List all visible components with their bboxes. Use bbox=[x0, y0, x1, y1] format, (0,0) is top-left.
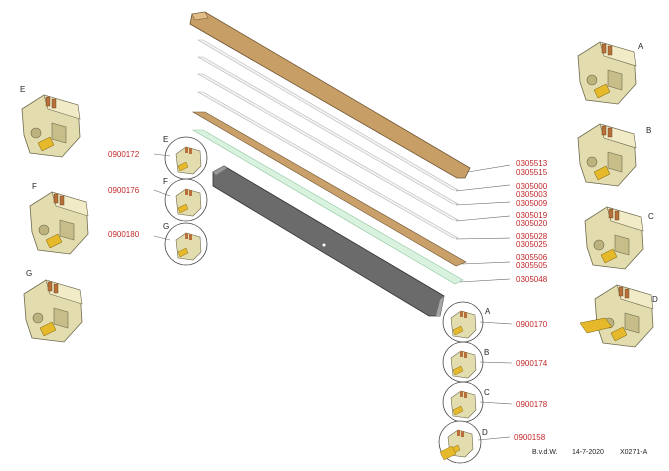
rail-label-7: 0305048 bbox=[516, 275, 548, 284]
big-view-F bbox=[29, 191, 89, 255]
rail-label-2b: 0305003 bbox=[516, 190, 548, 199]
detail-letter-C: C bbox=[484, 388, 490, 397]
big-view-G bbox=[23, 279, 83, 343]
big-view-letter-D: D bbox=[652, 295, 658, 304]
rail-label-5a: 0305028 bbox=[516, 232, 548, 241]
rail-label-2a: 0305000 bbox=[516, 182, 548, 191]
big-view-letter-E: E bbox=[20, 85, 25, 94]
detail-letter-E: E bbox=[163, 135, 168, 144]
detail-part-G: 0900180 bbox=[108, 230, 140, 239]
big-view-letter-C: C bbox=[648, 212, 654, 221]
rail-label-6a: 0305506 bbox=[516, 253, 548, 262]
detail-part-A: 0900170 bbox=[516, 320, 548, 329]
left-detail-circles: E 0900172 F 0900176 G 0900180 bbox=[108, 135, 208, 266]
right-detail-circles: A 0900170 B 0900174 C 0900178 D 0900158 bbox=[438, 301, 548, 464]
wood-strip bbox=[191, 111, 467, 267]
big-view-letter-F: F bbox=[32, 182, 37, 191]
rail-label-5b: 0305025 bbox=[516, 240, 548, 249]
big-view-D bbox=[594, 284, 654, 348]
big-view-B bbox=[577, 123, 637, 187]
right-big-views: A B C D bbox=[577, 41, 658, 348]
green-strip bbox=[191, 129, 464, 285]
big-view-letter-A: A bbox=[638, 42, 644, 51]
footer: B.v.d.W. 14-7-2020 X0271-A bbox=[532, 449, 648, 456]
detail-letter-A: A bbox=[485, 307, 491, 316]
strip-3 bbox=[196, 73, 460, 221]
detail-letter-B: B bbox=[484, 348, 489, 357]
strip-4 bbox=[196, 91, 460, 239]
detail-letter-F: F bbox=[163, 177, 168, 186]
rail-label-1a: 0305513 bbox=[516, 159, 548, 168]
left-big-views: E F G bbox=[20, 85, 89, 343]
big-view-letter-B: B bbox=[646, 126, 651, 135]
strip-1 bbox=[196, 39, 460, 191]
big-view-E bbox=[21, 94, 81, 158]
rail-profiles bbox=[189, 11, 471, 317]
rail-label-3: 0305009 bbox=[516, 199, 548, 208]
big-view-A bbox=[577, 41, 637, 105]
rail-labels: 0305513 0305515 0305000 0305003 0305009 … bbox=[516, 159, 548, 284]
big-view-letter-G: G bbox=[26, 269, 32, 278]
rail-label-6b: 0305505 bbox=[516, 261, 548, 270]
detail-part-F: 0900176 bbox=[108, 186, 140, 195]
detail-part-D: 0900158 bbox=[514, 433, 546, 442]
detail-letter-D: D bbox=[482, 428, 488, 437]
footer-drawing-number: X0271-A bbox=[620, 449, 648, 456]
footer-author: B.v.d.W. bbox=[532, 449, 558, 456]
detail-part-B: 0900174 bbox=[516, 359, 548, 368]
rail-label-1b: 0305515 bbox=[516, 168, 548, 177]
big-view-C bbox=[584, 206, 644, 270]
detail-part-C: 0900178 bbox=[516, 400, 548, 409]
detail-part-E: 0900172 bbox=[108, 150, 140, 159]
detail-letter-G: G bbox=[163, 222, 169, 231]
strip-2 bbox=[196, 56, 460, 205]
rail-label-4a: 0305019 bbox=[516, 211, 548, 220]
rail-leaders bbox=[455, 164, 511, 283]
footer-date: 14-7-2020 bbox=[572, 449, 604, 456]
rail-label-4b: 0305020 bbox=[516, 219, 548, 228]
